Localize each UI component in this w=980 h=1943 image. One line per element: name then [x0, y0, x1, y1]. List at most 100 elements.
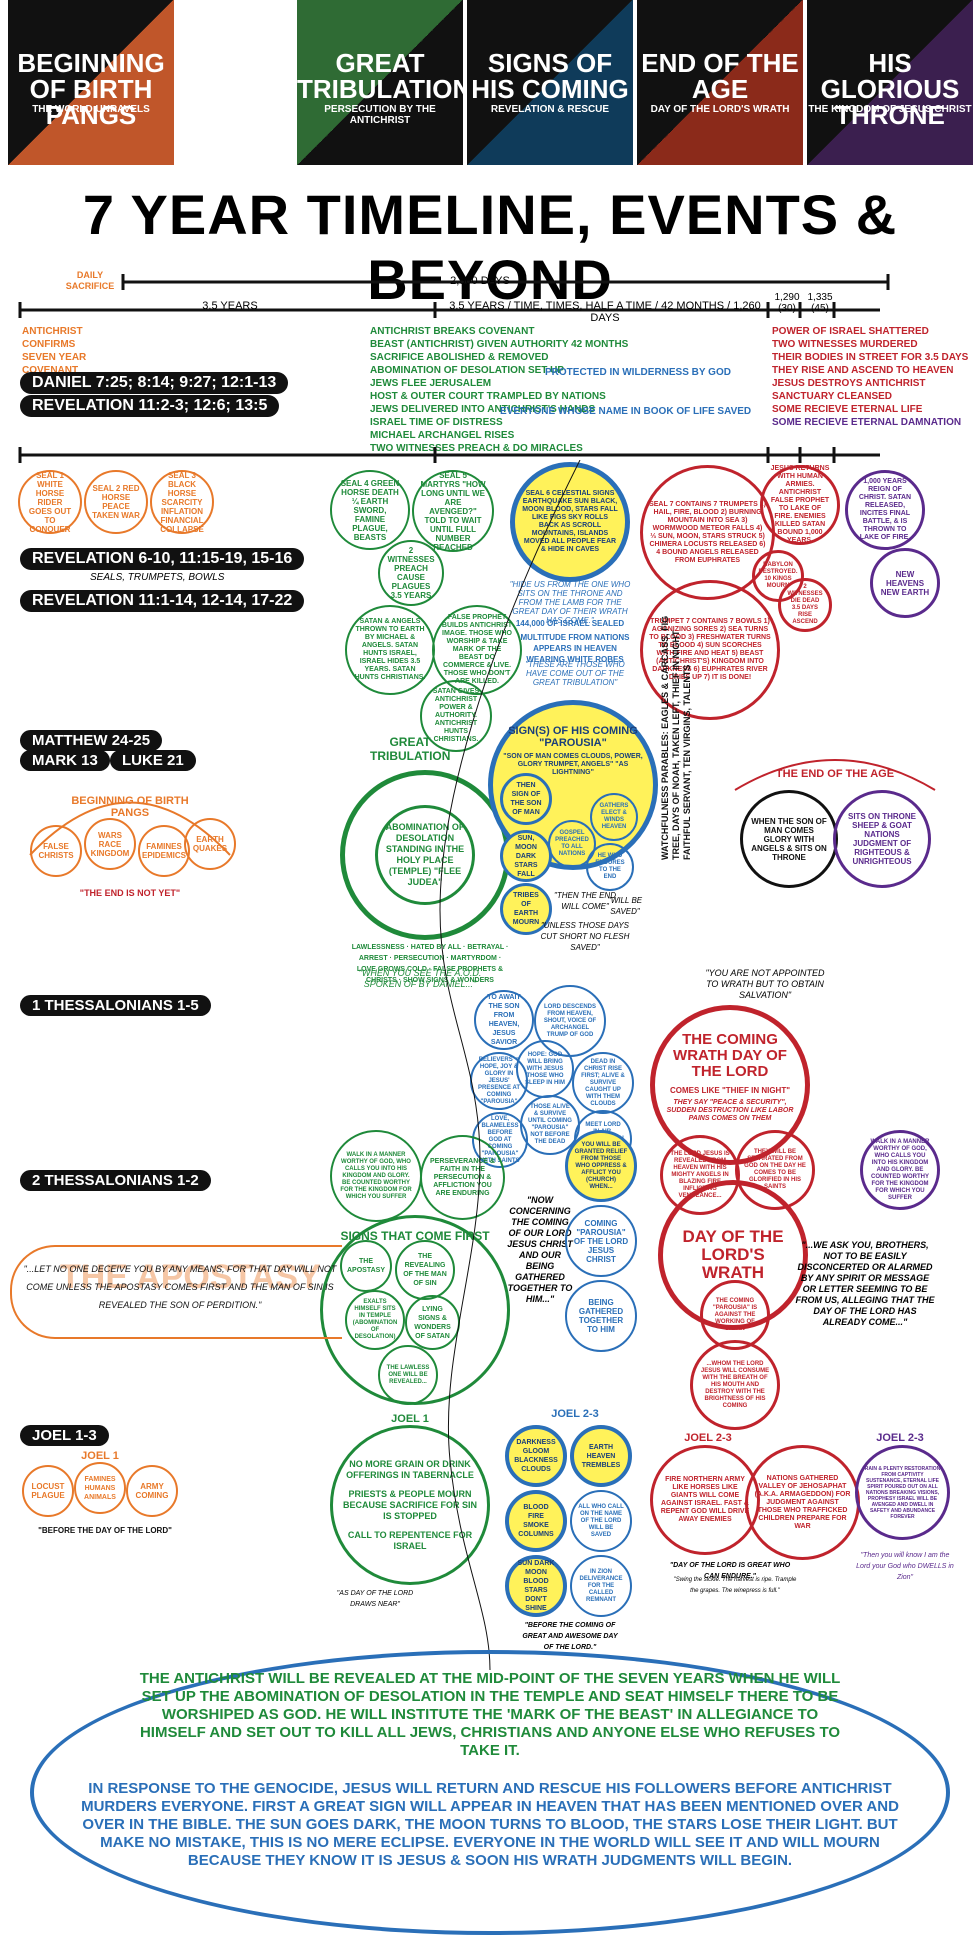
seal-6: SEAL 6 CELESTIAL SIGNS EARTHQUAKE SUN BL… — [510, 462, 630, 582]
await-son: TO AWAIT THE SON FROM HEAVEN, JESUS SAVI… — [474, 990, 534, 1050]
priests-mourn: PRIESTS & PEOPLE MOURN BECAUSE SACRIFICE… — [342, 1488, 477, 1521]
second-half-label: 3.5 YEARS / TIME, TIMES, HALF A TIME / 4… — [449, 300, 761, 324]
seal-1: SEAL 1 WHITE HORSE RIDER GOES OUT TO CON… — [18, 470, 82, 534]
we-ask-you: "...WE ASK YOU, BROTHERS, NOT TO BE EASI… — [795, 1240, 935, 1327]
panel-subtitle: THE WORLD UNRAVELS — [32, 104, 150, 115]
first-half-label: 3.5 YEARS — [202, 300, 258, 312]
famines: FAMINES EPIDEMICS — [138, 825, 190, 877]
earthquakes: EARTH QUAKES — [184, 818, 236, 870]
seal-4: SEAL 4 GREEN HORSE DEATH ¼ EARTH SWORD, … — [330, 470, 410, 550]
pill-luke: LUKE 21 — [110, 750, 196, 771]
sign-title: SIGN(S) OF HIS COMING "PAROUSIA" — [508, 725, 638, 749]
when-you-see: "WHEN YOU SEE THE A.O.D. SPOKEN OF BY DA… — [358, 968, 482, 989]
joel1-circle: NO MORE GRAIN OR DRINK OFFERINGS IN TABE… — [330, 1425, 490, 1585]
timeline-2 — [18, 447, 880, 463]
abomination-circle: ABOMINATION OF DESOLATION STANDING IN TH… — [375, 805, 475, 905]
joel-2-3-blue: JOEL 2-3 — [551, 1408, 599, 1420]
panel-title: END OF THE AGE — [641, 48, 799, 104]
coming-wrath-title: THE COMING WRATH DAY OF THE LORD — [673, 1031, 787, 1080]
blue-event-1: PROTECTED IN WILDERNESS BY GOD — [545, 367, 731, 378]
seal-2: SEAL 2 RED HORSE PEACE TAKEN WAR — [84, 470, 148, 534]
swing-sickle: "Swing the sickle. The harvest is ripe. … — [673, 1577, 797, 1594]
panel-title: SIGNS OF HIS COMING — [471, 48, 629, 104]
earth-trembles: EARTH HEAVEN TREMBLES — [570, 1425, 632, 1487]
seal-5: SEAL 5 MARTYRS "HOW LONG UNTIL WE ARE AV… — [412, 470, 494, 552]
seal-3: SEAL 3 BLACK HORSE SCARCITY INFLATION FI… — [150, 470, 214, 534]
sealed-144000: 144,000 OF ISRAEL SEALED — [515, 619, 625, 628]
sits-on-throne: SITS ON THRONE SHEEP & GOAT NATIONS JUDG… — [833, 790, 931, 888]
seals-subtitle: SEALS, TRUMPETS, BOWLS — [90, 572, 225, 583]
nations-gathered: NATIONS GATHERED VALLEY OF JEHOSAPHAT (A… — [745, 1445, 860, 1560]
hide-us-quote: "HIDE US FROM THE ONE WHO SITS ON THE TH… — [509, 580, 631, 625]
then-end: "THEN THE END WILL COME" — [554, 891, 616, 911]
pill-daniel: DANIEL 7:25; 8:14; 9:27; 12:1-13 — [20, 372, 289, 394]
footer-blue-text: IN RESPONSE TO THE GENOCIDE, JESUS WILL … — [81, 1780, 899, 1869]
wars: WARS RACE KINGDOM — [84, 818, 136, 870]
dead-in-christ: DEAD IN CHRIST RISE FIRST; ALIVE & SURVI… — [572, 1052, 634, 1114]
granted-relief: YOU WILL BE GRANTED RELIEF FROM THOSE WH… — [565, 1130, 637, 1202]
header-panel-tribulation: GREAT TRIBULATION PERSECUTION BY THE ANT… — [297, 0, 463, 165]
peace-security: THEY SAY "PEACE & SECURITY", SUDDEN DEST… — [666, 1099, 794, 1122]
panel-subtitle: DAY OF THE LORD'S WRATH — [650, 104, 790, 115]
these-are-those: "THESE ARE THOSE WHO HAVE COME OUT OF TH… — [525, 660, 625, 687]
call-to-repentence: CALL TO REPENTENCE FOR ISRAEL — [347, 1529, 473, 1551]
signs-first-title: SIGNS THAT COME FIRST — [340, 1229, 490, 1243]
when-son-comes: WHEN THE SON OF MAN COMES GLORY WITH ANG… — [740, 790, 838, 888]
not-appointed: "YOU ARE NOT APPOINTED TO WRATH BUT TO O… — [705, 968, 825, 1000]
son-of-man: "SON OF MAN COMES CLOUDS, POWER, GLORY T… — [503, 753, 643, 776]
zion-deliverance: IN ZION DELIVERANCE FOR THE CALLED REMNA… — [570, 1555, 632, 1617]
lawless-one: THE LAWLESS ONE WILL BE REVEALED... — [378, 1345, 438, 1405]
as-day-draws-near: "AS DAY OF THE LORD DRAWS NEAR" — [336, 1590, 414, 1608]
blue-event-2: EVERYONE WHOSE NAME IN BOOK OF LIFE SAVE… — [500, 406, 752, 417]
new-heavens-circle: NEW HEAVENS NEW EARTH — [870, 548, 940, 618]
now-concerning: "NOW CONCERNING THE COMING OF OUR LORD J… — [507, 1195, 573, 1304]
pill-mark: MARK 13 — [20, 750, 110, 771]
footer-ellipse — [30, 1650, 950, 1935]
two-witnesses: 2 WITNESSES PREACH CAUSE PLAGUES 3.5 YEA… — [378, 540, 444, 606]
watchfulness-parables: WATCHFULNESS PARABLES: EAGLES & CARCASS,… — [660, 615, 692, 860]
header-panel-beginning: BEGINNING OF BIRTH PANGS THE WORLD UNRAV… — [8, 0, 174, 165]
page-title: 7 YEAR TIMELINE, EVENTS & BEYOND — [82, 183, 898, 311]
comes-like-thief: COMES LIKE "THIEF IN NIGHT" — [669, 1086, 791, 1095]
panel-title: GREAT TRIBULATION — [297, 48, 463, 104]
walk-worthy-purple: WALK IN A MANNER WORTHY OF GOD, WHO CALL… — [860, 1130, 940, 1210]
perseverance: PERSEVERANCE & FAITH IN THE PERSECUTION … — [420, 1135, 505, 1220]
apostasy-watermark: THE APOSTASY — [60, 1258, 321, 1296]
then-you-will-know: "Then you will know I am the Lord your G… — [856, 1552, 954, 1581]
deceive-quote: "...LET NO ONE DECEIVE YOU BY ANY MEANS,… — [23, 1264, 337, 1310]
darkness: DARKNESS GLOOM BLACKNESS CLOUDS — [505, 1425, 567, 1487]
jesus-returns: JESUS RETURNS WITH HUMAN ARMIES. ANTICHR… — [760, 465, 840, 545]
end-not-yet: "THE END IS NOT YET" — [79, 888, 181, 898]
walk-worthy: WALK IN A MANNER WORTHY OF GOD, WHO CALL… — [330, 1130, 422, 1222]
joel-2-3-red: JOEL 2-3 — [684, 1432, 732, 1444]
locust-plague: LOCUST PLAGUE — [22, 1465, 74, 1517]
day-is-great: "DAY OF THE LORD IS GREAT WHO CAN ENDURE… — [669, 1562, 791, 1580]
header-panel-end: END OF THE AGE DAY OF THE LORD'S WRATH — [637, 0, 803, 165]
pill-revelation-1: REVELATION 11:2-3; 12:6; 13:5 — [20, 395, 280, 417]
days-2300-label: 2,300 DAYS — [450, 275, 510, 287]
header-panel-throne: HIS GLORIOUS THRONE THE KINGDOM OF JESUS… — [807, 0, 973, 165]
timeline-lines — [18, 274, 890, 318]
pill-1-thessalonians: 1 THESSALONIANS 1-5 — [20, 995, 211, 1016]
he-who-endures: HE WHO ENDURES TO THE END — [586, 843, 634, 891]
pill-revelation-2: REVELATION 6-10, 11:15-19, 15-16 — [20, 548, 305, 570]
end-age-arc — [734, 759, 936, 791]
pill-matthew: MATTHEW 24-25 — [20, 730, 163, 751]
rain-plenty: RAIN & PLENTY RESTORATION FROM CAPTIVITY… — [855, 1445, 950, 1540]
apostasy-box — [10, 1245, 342, 1339]
famines-humans: FAMINES HUMANS ANIMALS — [74, 1462, 126, 1514]
exalts-himself: EXALTS HIMSELF SITS IN TEMPLE (ABOMINATI… — [345, 1290, 405, 1350]
wavy-line — [439, 460, 581, 1670]
no-more-offerings: NO MORE GRAIN OR DRINK OFFERINGS IN TABE… — [346, 1458, 474, 1480]
pill-2-thessalonians: 2 THESSALONIANS 1-2 — [20, 1170, 211, 1191]
multitude: MULTITUDE FROM NATIONS APPEARS IN HEAVEN… — [520, 633, 630, 664]
then-sign: THEN SIGN OF THE SON OF MAN — [500, 773, 552, 825]
birth-pangs-title: BEGINNING OF BIRTH PANGS — [71, 795, 189, 819]
end-of-age-title: THE END OF THE AGE — [775, 768, 895, 780]
before-day: "BEFORE THE DAY OF THE LORD" — [38, 1526, 172, 1535]
panel-subtitle: REVELATION & RESCUE — [490, 104, 610, 115]
daily-sacrifice-label: DAILY SACRIFICE — [65, 270, 115, 291]
joel-1-green: JOEL 1 — [391, 1413, 429, 1425]
